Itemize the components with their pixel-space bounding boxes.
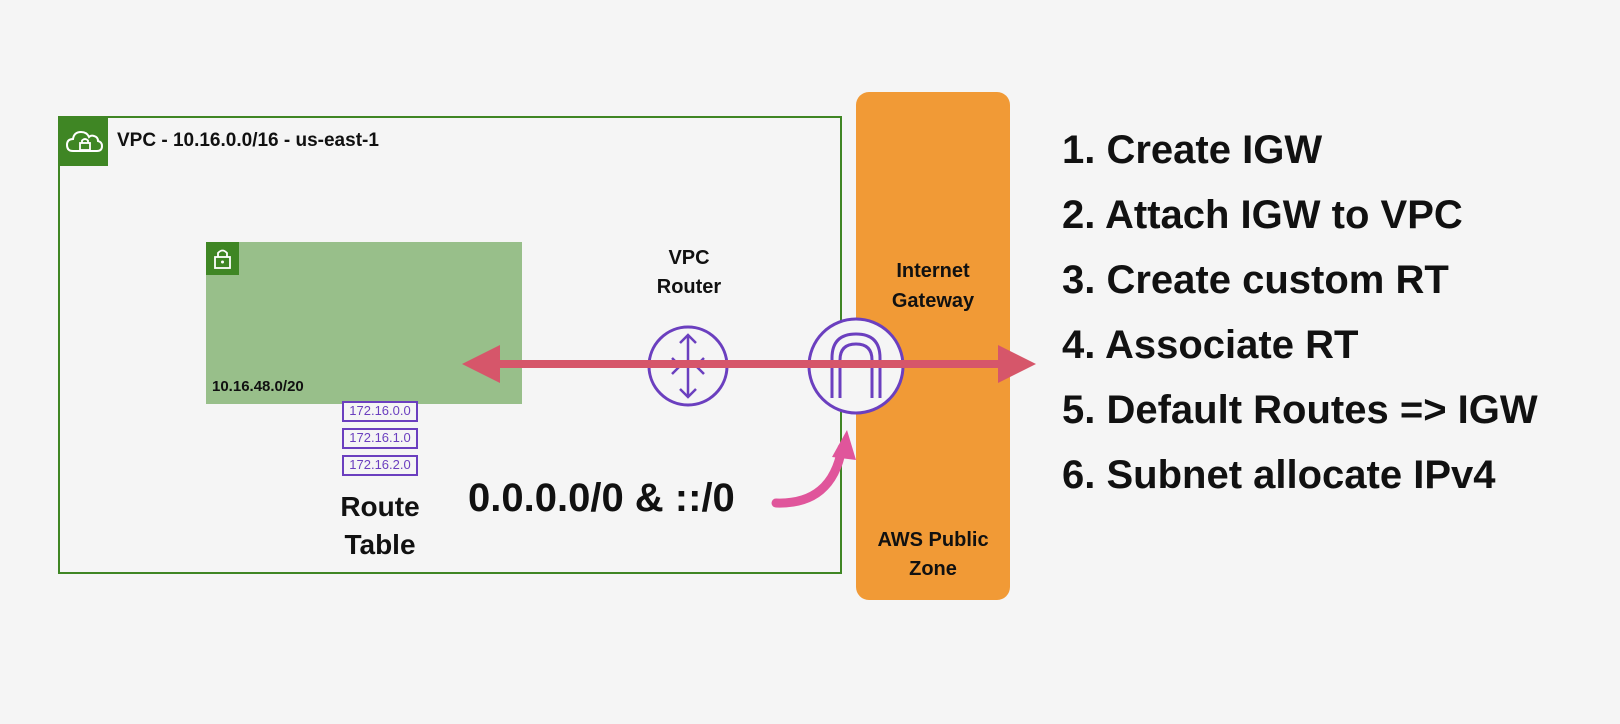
step-item: 3. Create custom RT <box>1062 258 1449 302</box>
traffic-flow-arrow <box>462 345 1036 383</box>
route-table-entry: 172.16.0.0 <box>342 401 418 422</box>
default-route-arrow <box>771 430 856 508</box>
route-table-entry: 172.16.1.0 <box>342 428 418 449</box>
subnet-cidr: 10.16.48.0/20 <box>212 378 304 395</box>
step-item: 2. Attach IGW to VPC <box>1062 193 1463 237</box>
internet-gateway-label: Internet Gateway <box>891 260 975 312</box>
default-route-text: 0.0.0.0/0 & ::/0 <box>468 476 735 520</box>
steps-list: 1. Create IGW 2. Attach IGW to VPC 3. Cr… <box>1062 124 1538 514</box>
step-item: 1. Create IGW <box>1062 128 1323 172</box>
subnet-box <box>206 242 522 404</box>
step-item: 4. Associate RT <box>1062 323 1359 367</box>
route-table-entry: 172.16.2.0 <box>342 455 418 476</box>
step-item: 5. Default Routes => IGW <box>1062 388 1538 432</box>
vpc-cloud-lock-icon <box>60 118 108 166</box>
route-table-label: Route Table <box>340 491 420 560</box>
subnet-lock-icon <box>206 242 239 275</box>
vpc-router-label: VPC Router <box>656 247 722 298</box>
step-item: 6. Subnet allocate IPv4 <box>1062 453 1496 497</box>
aws-public-zone-label: AWS Public Zone <box>877 529 989 580</box>
vpc-label: VPC - 10.16.0.0/16 - us-east-1 <box>117 130 379 151</box>
